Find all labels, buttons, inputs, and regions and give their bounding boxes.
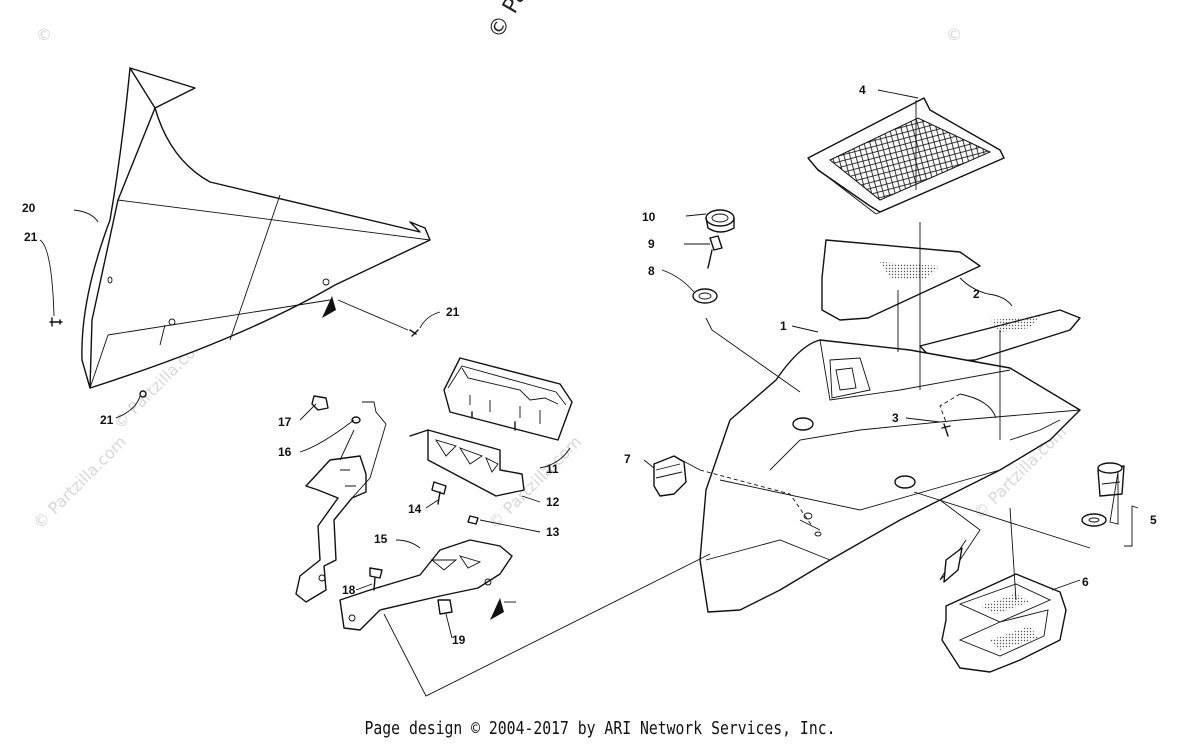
callout-6: 6: [1082, 575, 1089, 589]
leader-lines: [39, 89, 1139, 697]
callout-14: 14: [408, 502, 422, 516]
callout-13: 13: [546, 525, 560, 539]
arrow-markers: [322, 296, 516, 620]
watermark-top: © Pa: [484, 0, 533, 43]
watermark-corner-right: ©: [946, 25, 962, 44]
bracket-part-15: [295, 455, 513, 631]
screw-part-21: [49, 317, 419, 398]
callout-21-a: 21: [24, 230, 38, 244]
bracket-part-12: [409, 429, 525, 497]
storage-tray-part-4: [807, 97, 1005, 215]
nut-part-19: [437, 599, 453, 615]
callout-5: 5: [1150, 513, 1157, 527]
callout-2: 2: [973, 287, 980, 301]
windshield-part-20: [81, 67, 431, 389]
callout-11: 11: [546, 462, 559, 476]
watermark-left: © Partzilla.com: [29, 432, 130, 533]
callout-12: 12: [546, 495, 560, 509]
gauge-part-11: [443, 357, 573, 441]
hood-part-1: [699, 339, 1081, 613]
bolt-part-14: [431, 481, 447, 505]
clip-part-13: [467, 515, 479, 525]
callout-19: 19: [452, 633, 466, 647]
callout-10: 10: [642, 210, 656, 224]
callout-3: 3: [892, 411, 899, 425]
page-footer: Page design © 2004-2017 by ARI Network S…: [364, 718, 836, 739]
fastener-part-3: [941, 423, 951, 437]
callout-21-c: 21: [100, 413, 114, 427]
callout-8: 8: [648, 264, 655, 278]
callout-9: 9: [648, 237, 655, 251]
callout-1: 1: [780, 319, 787, 333]
callout-17: 17: [278, 415, 292, 429]
lower-panel-part-6: [941, 573, 1067, 673]
callout-18: 18: [342, 583, 356, 597]
callouts: 1 2 3 4 5 6 7 8 9 10 11 12 13 14 15 16 1…: [22, 83, 1157, 647]
power-outlet-part-5: [1081, 462, 1125, 527]
key-part-9: [707, 235, 723, 269]
screw-part-18: [369, 567, 383, 591]
arrow-marker-right-icon: [490, 598, 504, 620]
callout-7: 7: [624, 452, 631, 466]
washer-part-16: [351, 416, 361, 424]
callout-4: 4: [859, 83, 866, 97]
arrow-marker-left-icon: [322, 296, 336, 318]
switch-cap-part-10: [705, 209, 735, 233]
callout-20: 20: [22, 201, 36, 215]
nut-part-17: [311, 395, 329, 411]
watermark-corner-left: ©: [36, 25, 52, 44]
callout-16: 16: [278, 445, 292, 459]
switch-part-7: [653, 455, 687, 497]
callout-15: 15: [374, 532, 388, 546]
grommet-part-8: [692, 288, 718, 304]
trim-panel-part-2a: [821, 239, 981, 321]
callout-21-b: 21: [446, 305, 460, 319]
